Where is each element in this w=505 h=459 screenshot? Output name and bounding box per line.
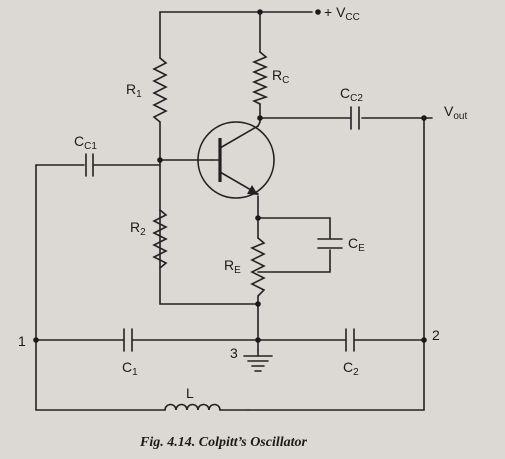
emitter-wire [257,195,331,239]
junction-dot-node1 [33,337,39,343]
resistor-rc [251,51,269,105]
inductor-label: L [186,385,194,401]
re-label: RE [224,257,241,276]
npn-transistor [197,121,275,199]
capacitor-c2 [345,328,355,352]
output-return-wire [247,117,425,411]
node3-label: 3 [230,345,238,361]
ce-label: CE [348,235,365,254]
junction-dot-re [255,301,261,307]
junction-dot-node3 [255,337,261,343]
node1-label: 1 [18,333,26,349]
r2-wire [159,209,259,305]
c1-label: C1 [122,359,138,378]
c2-label: C2 [343,359,359,378]
junction-dot-vout [421,115,427,121]
junction-dot-emitter [255,215,261,221]
junction-dot-collector [257,115,263,121]
capacitor-cc2 [350,106,360,130]
node2-label: 2 [432,327,440,343]
junction-dot-base [157,157,163,163]
junction-dot-node2 [421,337,427,343]
rc-label: RC [272,67,289,86]
figure-caption: Fig. 4.14. Colpitt’s Oscillator [139,435,308,450]
junction-dot-vcc [257,9,263,15]
cc2-label: CC2 [340,85,363,104]
vout-label: Vout [444,103,467,122]
r1-label: R1 [126,81,142,100]
resistor-r2 [152,209,168,269]
resistor-re [250,237,266,297]
capacitor-c1 [123,328,133,352]
ce-bottom-wire [257,249,331,273]
inductor-l [164,403,221,411]
cc1-label: CC1 [74,133,97,152]
junction-dot-vcc-terminal [315,9,321,15]
vcc-label: + VCC [324,4,360,23]
capacitor-cc1 [85,153,94,177]
r2-label: R2 [130,219,146,238]
resistor-r1 [152,57,168,123]
capacitor-ce [317,238,343,249]
emitter-arrow-icon [247,185,258,195]
ground-icon [243,349,273,372]
feedback-left-wire [35,164,166,411]
